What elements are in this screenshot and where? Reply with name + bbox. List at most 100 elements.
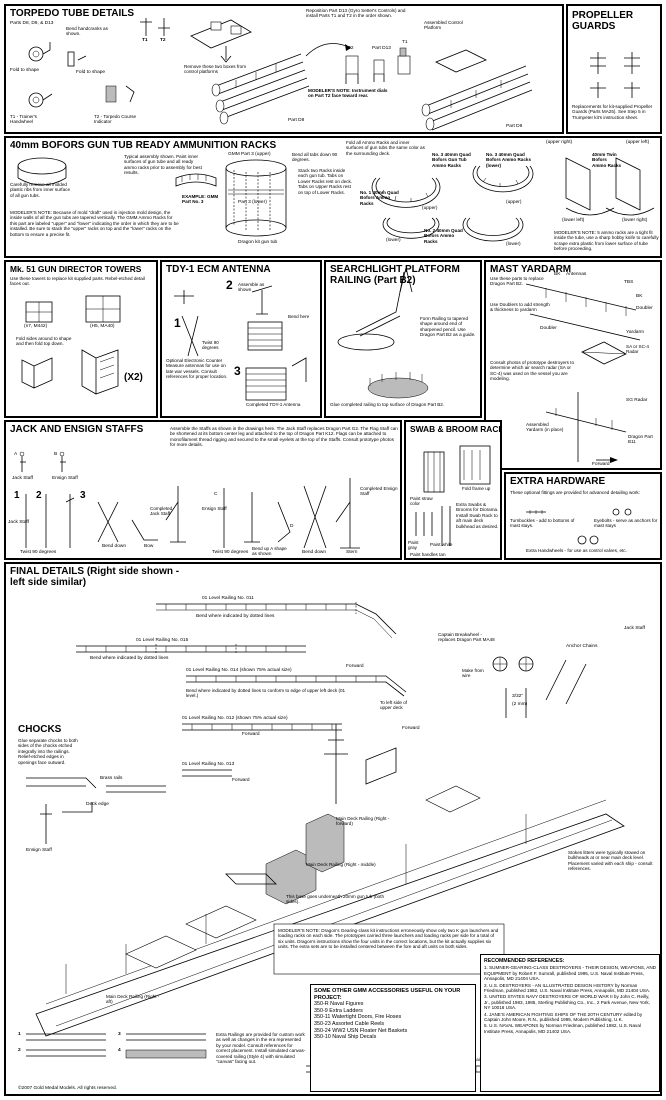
references-title: RECOMMENDED REFERENCES: (484, 958, 565, 964)
references-item-3: 3. UNITED STATES NAVY DESTROYERS OF WORL… (484, 994, 650, 1011)
mk51-diagram (21, 295, 121, 395)
final-r014: 01 Level Railing No. 014 (shown 75% actu… (186, 668, 292, 673)
bofors-remove-ribs: Carefully remove all molded plastic ribs… (10, 182, 70, 198)
accessories-item-6: 350-10 Naval Ship Decals (314, 1034, 377, 1041)
mast-antennas: Antennas (566, 272, 587, 277)
mk51-x2: (X2) (124, 372, 143, 383)
jack-bend-down: Bend down (102, 544, 127, 549)
swab-title: SWAB & BROOM RACK (410, 424, 502, 434)
mast-sg-radar: SG Radar (626, 398, 648, 403)
mast-dragon-b11: Dragon Part B11 (628, 434, 653, 445)
extra-handwheels: Extra Handwheels - for use as control va… (526, 548, 627, 553)
bofors-typical: Typical assembly shown. Paint inner surf… (124, 154, 202, 176)
torpedo-part-d8: Part D8 (288, 118, 305, 123)
torpedo-reposition-note: Reposition Part D13 (Gyro Setter's Contr… (306, 8, 406, 19)
bofors-no3b: No. 3 40mm Quad Bofors Ammo Racks (lower… (486, 152, 532, 168)
tdy-completed: Completed TDY-1 Antenna (246, 402, 301, 407)
propeller-guard-icon (590, 52, 640, 98)
extra-eyebolts: Eyebolts - serve as anchors for mast sta… (594, 518, 658, 529)
bofors-part3-lower: Part 3 (lower) (238, 200, 267, 205)
bofors-right-note: MODELER'S NOTE: 5 ammo racks are a tight… (554, 230, 659, 252)
final-title: FINAL DETAILS (Right side shown - (10, 566, 180, 577)
final-title-2: left side similar) (10, 577, 87, 588)
tdy-assemble: Assemble as shown (238, 282, 265, 293)
jack-bend-down-2: Bend down (302, 550, 327, 555)
final-chocks-title: CHOCKS (18, 724, 62, 735)
accessories-item-2: 350-9 Extra Ladders (314, 1007, 363, 1014)
torpedo-modelers-note: MODELER'S NOTE: Instrument dials on Part… (308, 88, 388, 99)
mast-diagram (525, 283, 641, 463)
jack-ensign-2: Ensign Staff (202, 506, 227, 511)
bofors-lower-1: (lower) (386, 238, 401, 243)
torpedo-t2-callout: T2 (348, 46, 354, 51)
torpedo-bend-handcranks: Bend handcranks as shown. (66, 26, 108, 37)
bofors-twin: 40mm Twin Bofors Ammo Racks (592, 152, 622, 168)
swab-panel: SWAB & BROOM RACK Paint straw color Fold… (404, 420, 502, 560)
mast-bk-2: BK (636, 294, 643, 299)
mast-tbs: TBS (624, 280, 634, 285)
torpedo-t2-label: T2 (160, 38, 166, 43)
swab-tan: Paint handles tan (410, 552, 446, 557)
bofors-upper-left: (upper left) (626, 140, 650, 145)
bofors-stack-two: Stack two Racks inside each gun tub. Tab… (298, 168, 353, 195)
accessories-item-4: 350-23 Assorted Cable Reels (314, 1020, 385, 1027)
final-r013: 01 Level Railing No. 013 (182, 762, 235, 767)
mk51-h5: (H5, MA40) (90, 324, 115, 329)
jack-stern: Stern (346, 550, 358, 555)
jack-twist-2: Twist 90 degrees (212, 550, 249, 555)
final-r015: 01 Level Railing No. 015 (136, 638, 189, 643)
swab-gray: Paint gray (408, 540, 419, 551)
searchlight-diagram (337, 267, 429, 399)
mk51-note: Use these towers to replace kit supplied… (10, 276, 145, 287)
final-style-2: 2 (18, 1048, 21, 1053)
final-style-4: 4 (118, 1048, 121, 1053)
jack-step-2: 2 (36, 490, 42, 501)
final-dim-1: 3/32" (512, 694, 524, 699)
bofors-gmm-part3: GMM Part 3 (upper) (228, 152, 271, 157)
final-modelers-note: MODELER'S NOTE: Dragon's Gearing-class k… (278, 928, 499, 950)
bofors-lower-2: (lower) (506, 242, 521, 247)
bofors-lower-left: (lower left) (562, 218, 585, 223)
final-mdr-mid: Main Deck Railing (Right - middle) (306, 862, 376, 867)
final-style-3: 3 (118, 1032, 121, 1037)
final-bend-edge: Bend where indicated by dotted lines to … (186, 688, 346, 699)
tdy-bend-here: Bend here (288, 314, 310, 319)
mast-bk-1: BK (554, 272, 561, 277)
accessories-item-3: 350-11 Watertight Doors, Fire Hoses (314, 1014, 402, 1021)
searchlight-glue: Glue completed railing to top surface of… (330, 402, 445, 407)
mk51-fold: Fold sides around to shape and then fold… (16, 336, 72, 347)
final-ensign: Ensign Staff (26, 848, 52, 853)
mk51-n7: (n7, M442) (24, 324, 48, 329)
mast-panel: MAST YARDARM Use these parts to replace … (484, 260, 662, 470)
torpedo-fold-label-2: Fold to shape (76, 70, 106, 75)
torpedo-part-d9: Part D9 (506, 124, 523, 129)
final-chocks-note: Glue separate chocks to both sides of th… (18, 738, 78, 765)
bofors-panel: 40mm BOFORS GUN TUB READY AMMUNITION RAC… (4, 136, 662, 258)
searchlight-panel: SEARCHLIGHT PLATFORM RAILING (Part B2) F… (324, 260, 482, 418)
final-r012: 01 Level Railing No. 012 (shown 75% actu… (182, 716, 288, 721)
jack-step-1: 1 (14, 490, 20, 501)
extra-note: These optional fittings are provided for… (510, 490, 640, 495)
mast-use-doublers: Use Doublers to add strength & thickness… (490, 302, 550, 313)
torpedo-t1-caption: T1 - Trainer's Handwheel (10, 114, 37, 125)
jack-bow: Bow (144, 544, 154, 549)
final-brass: Brass rails (100, 776, 123, 781)
torpedo-t1-label: T1 (142, 38, 148, 43)
jack-diagram (19, 451, 360, 549)
final-forward-3: Forward (232, 778, 250, 783)
bofors-example: EXAMPLE: GMM Part No. 3 (182, 194, 219, 205)
mast-title: MAST YARDARM (490, 264, 572, 275)
extra-title: EXTRA HARDWARE (510, 476, 606, 487)
bofors-diagram (17, 157, 655, 242)
references-item-2: 2. U.S. DESTROYERS - AN ILLUSTRATED DESI… (484, 982, 651, 994)
final-mdr-fwd: Main Deck Railing (Right - forward) (336, 816, 390, 827)
final-deck-edge: Deck edge (86, 802, 109, 807)
swab-straw: Paint straw color (410, 496, 433, 507)
bofors-modelers-note: MODELER'S NOTE: Because of mold "draft" … (10, 210, 179, 237)
torpedo-part-d13: Part D13 (372, 46, 391, 51)
swab-diagram (415, 445, 491, 546)
final-dim-2: (2 mm) (512, 702, 528, 707)
jack-label-c: C (214, 492, 218, 497)
references-item-4: 4. JANE'S AMERICAN FIGHTING SHIPS OF THE… (484, 1011, 643, 1023)
